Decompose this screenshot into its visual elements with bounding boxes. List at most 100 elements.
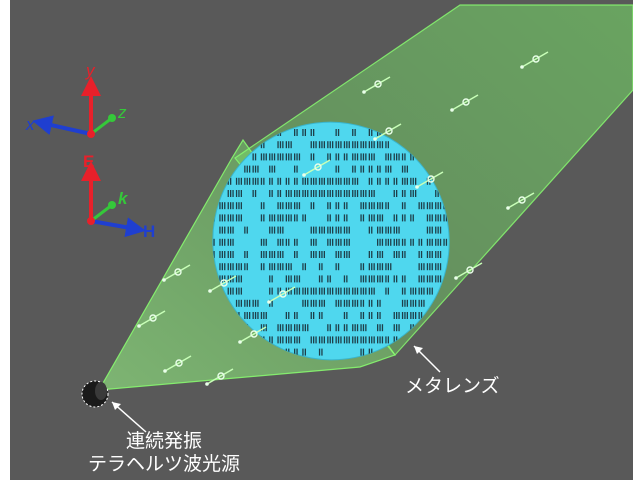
nanostructure-bar: [294, 190, 296, 197]
nanostructure-bar: [431, 214, 433, 222]
nanostructure-bar: [365, 287, 367, 295]
nanostructure-bar: [271, 153, 273, 161]
metalens-label: メタレンズ: [405, 375, 500, 397]
nanostructure-bar: [265, 312, 267, 319]
nanostructure-bar: [329, 238, 331, 246]
nanostructure-bar: [329, 190, 331, 197]
nanostructure-bar: [277, 214, 279, 222]
nanostructure-bar: [348, 226, 350, 234]
nanostructure-bar: [227, 251, 229, 258]
nanostructure-bar: [265, 251, 267, 258]
nanostructure-bar: [230, 214, 232, 222]
nanostructure-bar: [420, 251, 423, 258]
nanostructure-bar: [340, 299, 342, 307]
nanostructure-bar: [431, 263, 433, 271]
nanostructure-bar: [346, 299, 348, 307]
nanostructure-bar: [401, 190, 404, 197]
nanostructure-bar: [290, 141, 292, 149]
nanostructure-bar: [260, 312, 263, 319]
nanostructure-bar: [246, 226, 248, 234]
nanostructure-bar: [404, 238, 406, 246]
nanostructure-bar: [277, 287, 279, 295]
nanostructure-bar: [240, 202, 242, 210]
nanostructure-bar: [354, 190, 356, 197]
nanostructure-bar: [387, 263, 389, 271]
nanostructure-bar: [368, 141, 370, 149]
nanostructure-bar: [294, 165, 296, 173]
nanostructure-bar: [371, 312, 373, 319]
nanostructure-bar: [356, 336, 359, 344]
nanostructure-bar: [254, 153, 257, 161]
nanostructure-bar: [412, 299, 414, 307]
nanostructure-bar: [423, 287, 425, 295]
nanostructure-bar: [387, 165, 389, 173]
nanostructure-bar: [385, 226, 387, 234]
nanostructure-bar: [277, 202, 279, 210]
wave-marker: [302, 159, 331, 177]
nanostructure-bar: [426, 202, 429, 210]
nanostructure-bar: [379, 202, 381, 210]
nanostructure-bar: [404, 299, 406, 307]
nanostructure-bar: [329, 153, 331, 161]
nanostructure-bar: [302, 129, 304, 136]
nanostructure-bar: [327, 226, 329, 234]
nanostructure-bar: [315, 251, 317, 258]
nanostructure-bar: [304, 177, 306, 185]
nanostructure-bar: [346, 238, 348, 246]
nanostructure-bar: [340, 251, 342, 258]
nanostructure-bar: [252, 177, 254, 185]
nanostructure-bar: [254, 190, 257, 197]
nanostructure-bar: [429, 214, 431, 222]
nanostructure-bar: [294, 238, 296, 246]
nanostructure-bar: [318, 226, 321, 234]
nanostructure-bar: [279, 324, 282, 332]
nanostructure-bar: [221, 214, 223, 222]
nanostructure-bar: [390, 238, 392, 246]
nanostructure-bar: [396, 312, 398, 319]
nanostructure-bar: [335, 287, 337, 295]
nanostructure-bar: [379, 275, 381, 283]
nanostructure-bar: [296, 238, 298, 246]
nanostructure-bar: [410, 153, 412, 161]
nanostructure-bar: [385, 238, 387, 246]
nanostructure-bar: [313, 336, 315, 344]
nanostructure-bar: [260, 177, 263, 185]
nanostructure-bar: [343, 324, 346, 332]
nanostructure-bar: [321, 226, 323, 234]
nanostructure-bar: [352, 190, 354, 197]
nanostructure-bar: [340, 287, 342, 295]
nanostructure-bar: [288, 214, 290, 222]
nanostructure-bar: [271, 336, 273, 344]
nanostructure-bar: [356, 287, 359, 295]
nanostructure-bar: [418, 287, 420, 295]
nanostructure-bar: [368, 348, 370, 356]
nanostructure-bar: [337, 226, 340, 234]
nanostructure-bar: [238, 299, 240, 307]
nanostructure-bar: [418, 275, 420, 283]
nanostructure-bar: [337, 153, 340, 161]
nanostructure-bar: [302, 263, 304, 271]
nanostructure-bar: [335, 190, 337, 197]
nanostructure-bar: [429, 251, 431, 258]
wave-marker: [450, 94, 479, 112]
nanostructure-bar: [321, 348, 323, 356]
nanostructure-bar: [390, 165, 392, 173]
wave-marker: [454, 262, 483, 280]
nanostructure-bar: [271, 299, 273, 307]
nanostructure-bar: [279, 238, 282, 246]
nanostructure-bar: [362, 348, 365, 356]
nanostructure-bar: [360, 165, 362, 173]
nanostructure-bar: [385, 275, 387, 283]
nanostructure-bar: [246, 165, 248, 173]
nanostructure-bar: [423, 275, 425, 283]
nanostructure-bar: [373, 214, 375, 222]
nanostructure-bar: [346, 287, 348, 295]
nanostructure-bar: [373, 202, 375, 210]
nanostructure-bar: [244, 299, 246, 307]
nanostructure-bar: [282, 153, 284, 161]
nanostructure-bar: [260, 324, 263, 332]
nanostructure-bar: [273, 214, 276, 222]
nanostructure-bar: [435, 202, 437, 210]
nanostructure-bar: [415, 299, 417, 307]
nanostructure-bar: [381, 226, 384, 234]
